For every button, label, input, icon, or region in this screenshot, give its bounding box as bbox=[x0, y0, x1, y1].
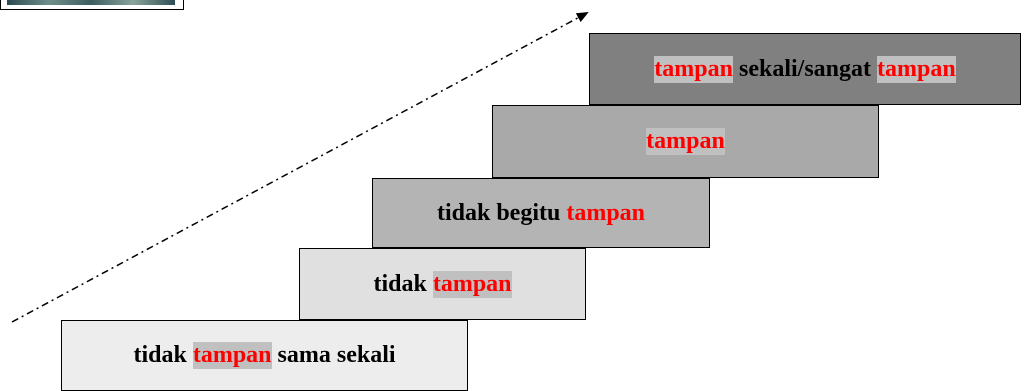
step-box-4: tampan bbox=[492, 105, 879, 178]
step-3-part-2: tampan bbox=[566, 199, 646, 226]
step-box-2: tidak tampan bbox=[299, 248, 586, 320]
step-1-part-1: tidak bbox=[133, 342, 193, 368]
arrow-line bbox=[11, 12, 589, 323]
step-4-part-1: tampan bbox=[646, 128, 725, 155]
step-box-3: tidak begitu tampan bbox=[372, 178, 710, 248]
step-1-part-3: sama sekali bbox=[271, 342, 396, 368]
thumbnail-image-fragment bbox=[0, 0, 184, 10]
step-2-part-2: tampan bbox=[432, 270, 512, 298]
step-box-5: tampan sekali/sangat tampan bbox=[589, 33, 1021, 105]
step-5-part-2: sekali/sangat bbox=[732, 55, 878, 82]
step-5-part-3: tampan bbox=[877, 55, 956, 83]
step-box-1: tidak tampan sama sekali bbox=[61, 320, 468, 391]
step-2-part-1: tidak bbox=[373, 270, 433, 297]
thumbnail-picture bbox=[7, 0, 175, 5]
step-5-part-1: tampan bbox=[654, 55, 733, 83]
step-1-part-2: tampan bbox=[192, 342, 272, 369]
step-3-part-1: tidak begitu bbox=[436, 199, 567, 226]
